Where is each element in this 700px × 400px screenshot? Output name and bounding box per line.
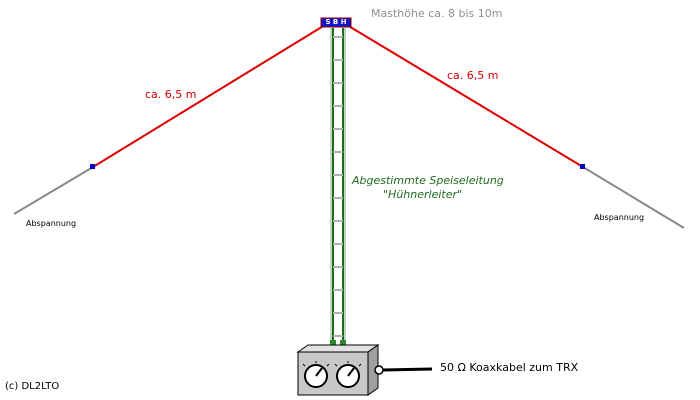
guy-rope-right [582, 166, 685, 229]
mast-height-label: Masthöhe ca. 8 bis 10m [371, 7, 503, 20]
tuner-terminal-left [330, 340, 336, 346]
center-insulator [320, 17, 352, 28]
feedline-label: Abgestimmte Speiseleitung [352, 174, 504, 187]
antenna-wire-left [92, 24, 326, 168]
copyright-label: (c) DL2LTO [5, 381, 60, 392]
wire-length-left-label: ca. 6,5 m [145, 88, 197, 101]
tuner-terminal-right [340, 340, 346, 346]
feedline-nickname-label: "Hühnerleiter" [383, 188, 463, 201]
tuner-knob-right [334, 361, 362, 388]
guy-label-right: Abspannung [594, 213, 645, 222]
end-insulator-left [90, 164, 95, 169]
coax-label: 50 Ω Koaxkabel zum TRX [440, 361, 579, 374]
guy-label-left: Abspannung [26, 219, 77, 228]
antenna-wire-right [346, 24, 584, 168]
end-insulator-right [580, 164, 585, 169]
guy-rope-left [13, 166, 94, 215]
ladder-line [330, 28, 346, 345]
center-insulator-label: S B H [325, 18, 347, 26]
coax-connector [374, 365, 384, 375]
wire-length-right-label: ca. 6,5 m [447, 69, 499, 82]
coax-cable [382, 367, 433, 372]
tuner-knob-left [302, 361, 330, 388]
